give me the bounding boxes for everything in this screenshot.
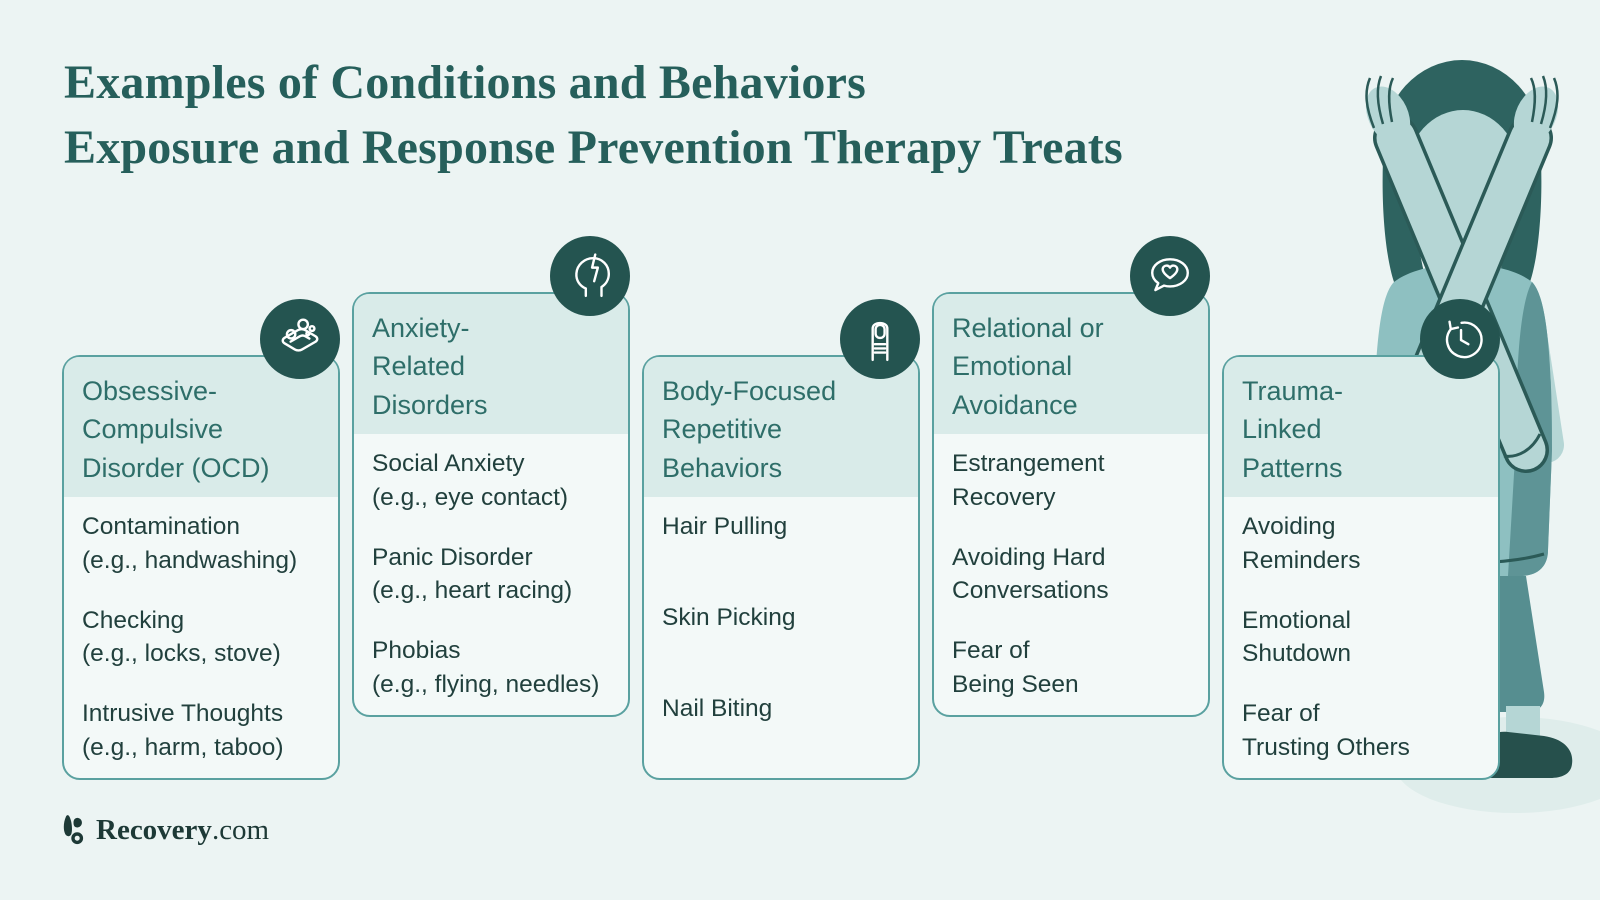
- card-title: Body-Focused Repetitive Behaviors: [644, 357, 918, 497]
- card-body: Hair Pulling Skin Picking Nail Biting: [644, 497, 918, 725]
- card-item: Estrangement Recovery: [952, 450, 1105, 511]
- card-title: Relational or Emotional Avoidance: [934, 294, 1208, 434]
- card-item: Intrusive Thoughts (e.g., harm, taboo): [82, 700, 284, 761]
- card-item: Skin Picking: [662, 603, 796, 631]
- anxious-head-icon: [550, 236, 630, 316]
- card-body: Contamination (e.g., handwashing) Checki…: [64, 497, 338, 765]
- brand-suffix: .com: [211, 814, 270, 846]
- page-title-line2: Exposure and Response Prevention Therapy…: [64, 121, 1123, 175]
- card-item: Avoiding Reminders: [1242, 513, 1361, 574]
- soap-bubbles-icon: [260, 299, 340, 379]
- card-item: Avoiding Hard Conversations: [952, 543, 1109, 605]
- fingernail-icon: [840, 299, 920, 379]
- card-item: Panic Disorder (e.g., heart racing): [372, 543, 573, 605]
- card-anxiety: Anxiety- Related Disorders Social Anxiet…: [352, 236, 630, 717]
- card-title: Anxiety- Related Disorders: [354, 294, 628, 434]
- card-title: Trauma- Linked Patterns: [1224, 357, 1498, 497]
- card-title: Obsessive- Compulsive Disorder (OCD): [64, 357, 338, 497]
- card-item: Fear of Being Seen: [952, 637, 1079, 698]
- card-item: Checking (e.g., locks, stove): [82, 606, 281, 668]
- card-item: Fear of Trusting Others: [1242, 700, 1410, 761]
- card-body: Avoiding Reminders Emotional Shutdown Fe…: [1224, 497, 1498, 765]
- chat-heart-icon: [1130, 236, 1210, 316]
- card-relational: Relational or Emotional Avoidance Estran…: [932, 236, 1210, 717]
- card-item: Social Anxiety (e.g., eye contact): [372, 450, 569, 511]
- card-item: Contamination (e.g., handwashing): [82, 513, 298, 574]
- card-body: Estrangement Recovery Avoiding Hard Conv…: [934, 434, 1208, 702]
- page-title-line1: Examples of Conditions and Behaviors: [64, 56, 867, 109]
- card-body: Social Anxiety (e.g., eye contact) Panic…: [354, 434, 628, 702]
- card-item: Emotional Shutdown: [1242, 606, 1351, 668]
- history-clock-icon: [1420, 299, 1500, 379]
- card-item: Nail Biting: [662, 694, 773, 722]
- brand-logo: Recovery.com: [62, 814, 269, 847]
- card-trauma: Trauma- Linked Patterns Avoiding Reminde…: [1222, 299, 1500, 780]
- brand-text: Recovery.com: [96, 814, 269, 847]
- card-bfrb: Body-Focused Repetitive Behaviors Hair P…: [642, 299, 920, 780]
- brand-name: Recovery: [96, 814, 212, 846]
- card-item: Phobias (e.g., flying, needles): [372, 637, 600, 698]
- recovery-leaf-icon: [63, 815, 84, 845]
- card-item: Hair Pulling: [662, 513, 788, 540]
- page-title: Examples of Conditions and Behaviors Exp…: [64, 50, 1123, 181]
- card-ocd: Obsessive- Compulsive Disorder (OCD) Con…: [62, 299, 340, 780]
